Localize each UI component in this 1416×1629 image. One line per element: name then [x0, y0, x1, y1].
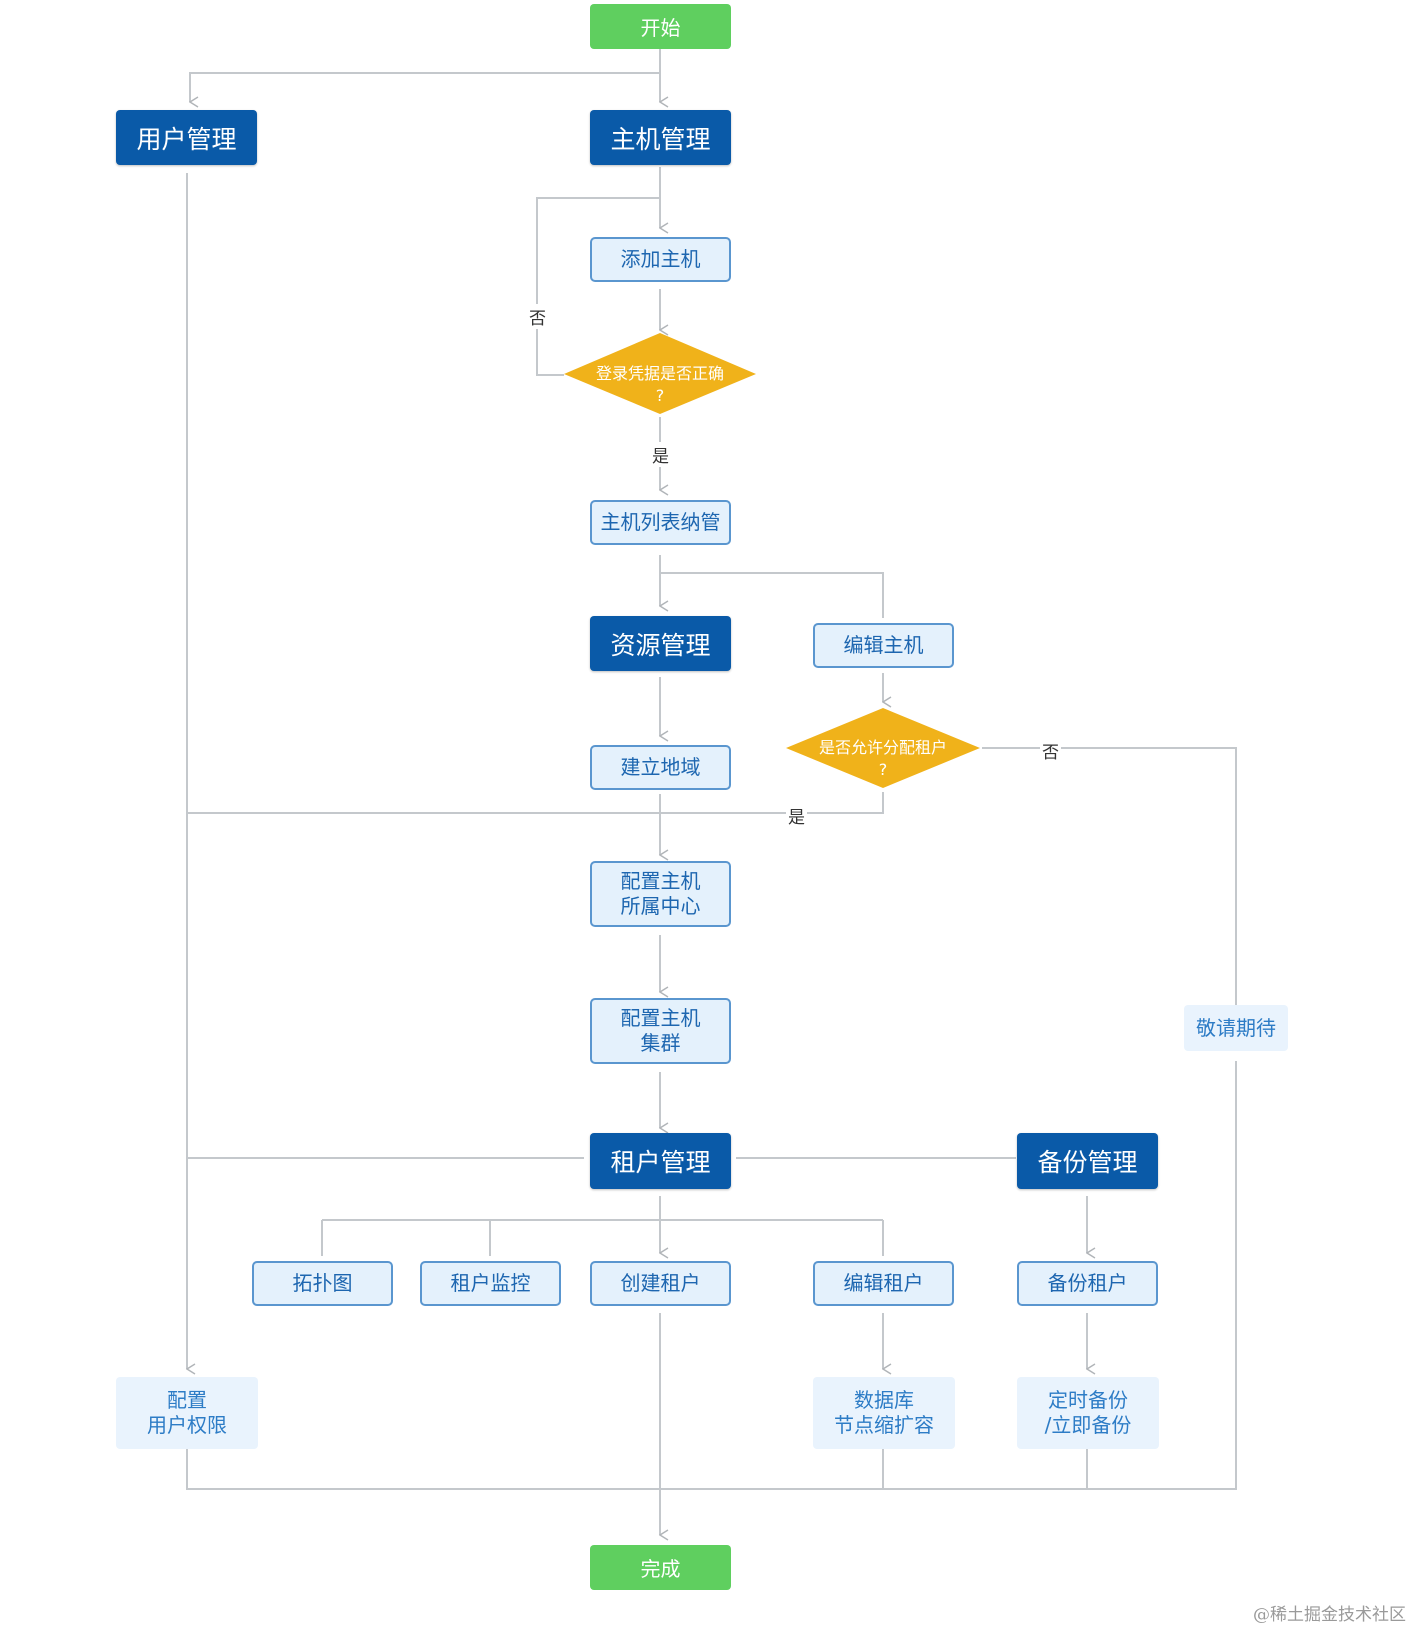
user-management-node: 用户管理 [116, 110, 257, 165]
allow-yes-label: 是 [786, 803, 807, 828]
edit-host-node: 编辑主机 [813, 623, 954, 668]
login-check-label: 登录凭据是否正确 ? [595, 364, 724, 405]
backup-management-node: 备份管理 [1017, 1133, 1158, 1189]
backup-tenant-node: 备份租户 [1017, 1261, 1158, 1306]
watermark: @稀土掘金技术社区 [1253, 1605, 1406, 1625]
host-management-node: 主机管理 [590, 110, 731, 165]
allow-tenant-label: 是否允许分配租户 ? [818, 738, 947, 779]
finish-node: 完成 [590, 1545, 731, 1590]
edge-list-edit [660, 572, 884, 618]
edge-check-no [536, 197, 660, 376]
allow-no-label: 否 [1040, 738, 1061, 763]
coming-soon-node: 敬请期待 [1184, 1005, 1288, 1051]
edge-allow-no [982, 747, 1237, 1005]
add-host-node: 添加主机 [590, 237, 731, 282]
decision-login-shape [564, 333, 756, 414]
resource-management-node: 资源管理 [590, 616, 731, 671]
tenant-monitor-node: 租户监控 [420, 1261, 561, 1306]
decision-allow-shape [786, 708, 980, 788]
config-permission-node: 配置 用户权限 [116, 1377, 258, 1449]
create-tenant-node: 创建租户 [590, 1261, 731, 1306]
host-list-node: 主机列表纳管 [590, 500, 731, 545]
tenant-management-node: 租户管理 [590, 1133, 731, 1189]
edge-allow-yes [187, 792, 884, 814]
db-scale-node: 数据库 节点缩扩容 [813, 1377, 955, 1449]
edge-bottom-bus [186, 1061, 1237, 1490]
start-node: 开始 [590, 4, 731, 49]
config-center-node: 配置主机 所属中心 [590, 861, 731, 927]
edge-start-user [189, 72, 660, 102]
scheduled-backup-node: 定时备份 /立即备份 [1017, 1377, 1159, 1449]
login-yes-label: 是 [650, 442, 671, 467]
build-region-node: 建立地域 [590, 745, 731, 790]
login-no-label: 否 [527, 304, 548, 329]
config-cluster-node: 配置主机 集群 [590, 998, 731, 1064]
edit-tenant-node: 编辑租户 [813, 1261, 954, 1306]
topology-node: 拓扑图 [252, 1261, 393, 1306]
